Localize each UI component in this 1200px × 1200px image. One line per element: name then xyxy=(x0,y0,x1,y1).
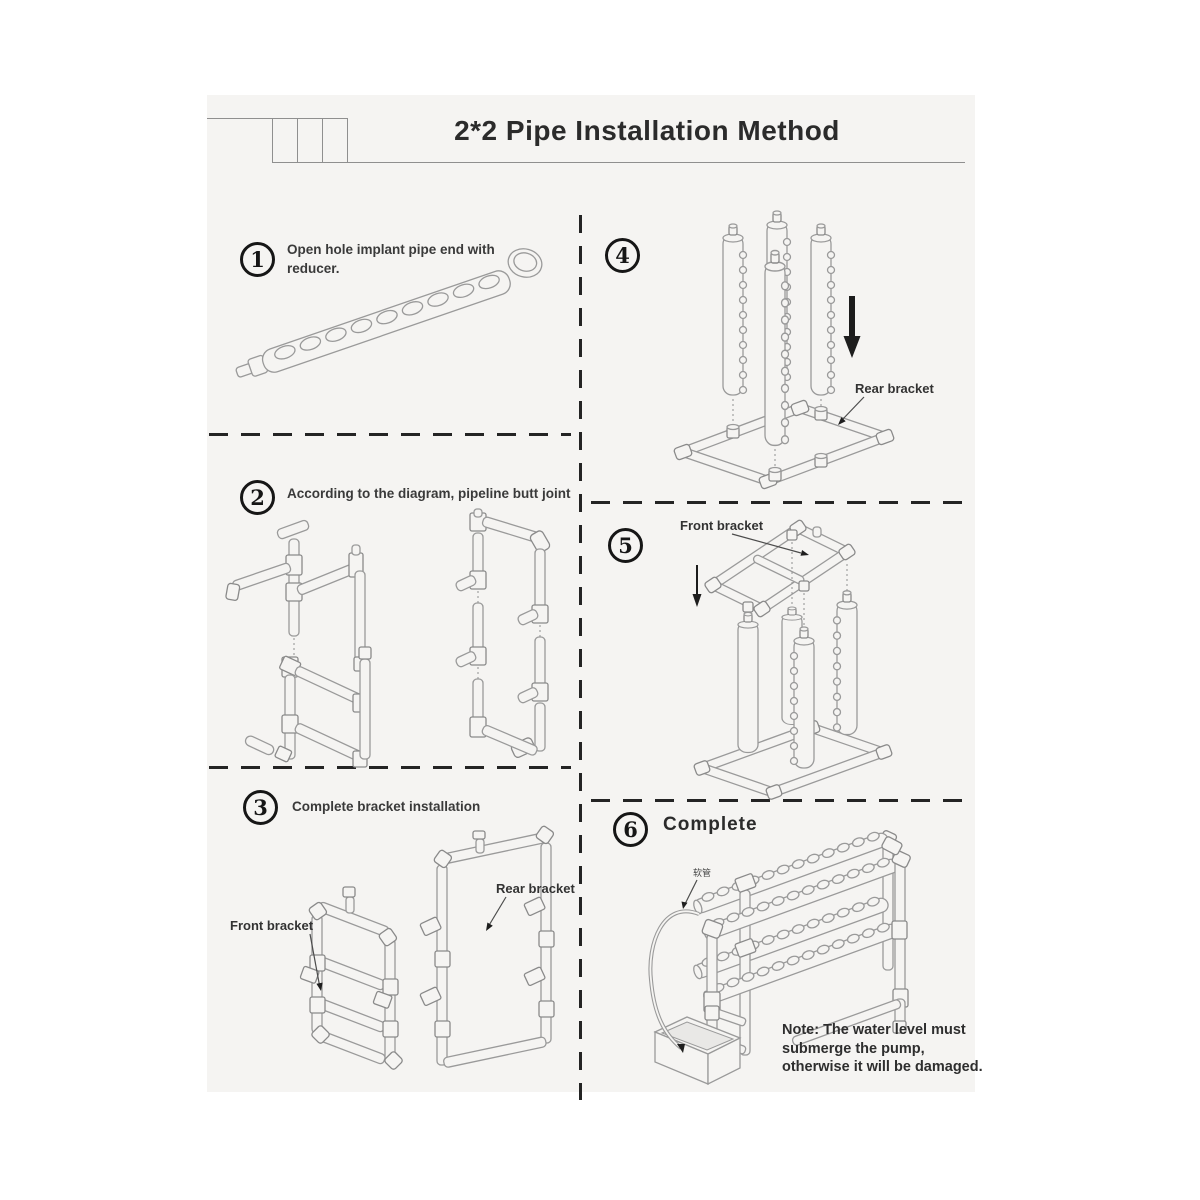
page-title: 2*2 Pipe Installation Method xyxy=(454,115,840,146)
divider-step2-step3 xyxy=(209,766,571,769)
step-2-diagram xyxy=(225,508,551,768)
header-box xyxy=(272,118,297,163)
step-5-badge: 5 xyxy=(608,528,643,563)
header-tab-boxes xyxy=(272,118,348,163)
front-bracket-label: Front bracket xyxy=(680,518,764,533)
step-2-badge: 2 xyxy=(240,480,275,515)
vertical-divider xyxy=(579,215,582,1100)
warning-note: Note: The water level must submerge the … xyxy=(782,1022,983,1076)
divider-step4-step5 xyxy=(591,501,975,504)
step-2-text: According to the diagram, pipeline butt … xyxy=(287,486,571,501)
hose-label: 软管 xyxy=(693,867,711,879)
reducer-ring xyxy=(507,248,543,278)
divider-step1-step2 xyxy=(209,433,571,436)
header-box xyxy=(322,118,348,163)
step-6-badge: 6 xyxy=(613,812,648,847)
step-3-diagram: Front bracket Rear bracket xyxy=(230,825,575,1070)
header-box xyxy=(297,118,322,163)
step-4-badge: 4 xyxy=(605,238,640,273)
step-1-badge: 1 xyxy=(240,242,275,277)
step-3-badge: 3 xyxy=(243,790,278,825)
header-rule-left xyxy=(207,118,272,119)
step-3-text: Complete bracket installation xyxy=(292,799,481,814)
step-5-diagram: Front bracket xyxy=(680,518,893,800)
step-4-diagram: Rear bracket xyxy=(673,210,934,490)
step-6-text: Complete xyxy=(663,814,758,835)
divider-step5-step6 xyxy=(591,799,975,802)
front-bracket-label: Front bracket xyxy=(230,918,314,933)
step-1-text: Open hole implant pipe end with reducer. xyxy=(287,242,495,276)
rear-bracket-label: Rear bracket xyxy=(496,881,575,896)
header-rule-right xyxy=(348,162,965,163)
step-1-diagram xyxy=(235,248,543,378)
rear-bracket-label: Rear bracket xyxy=(855,381,934,396)
instruction-sheet: 2*2 Pipe Installation Method 1 Open hole… xyxy=(207,95,983,1100)
step-6-diagram: 软管 xyxy=(648,827,911,1086)
